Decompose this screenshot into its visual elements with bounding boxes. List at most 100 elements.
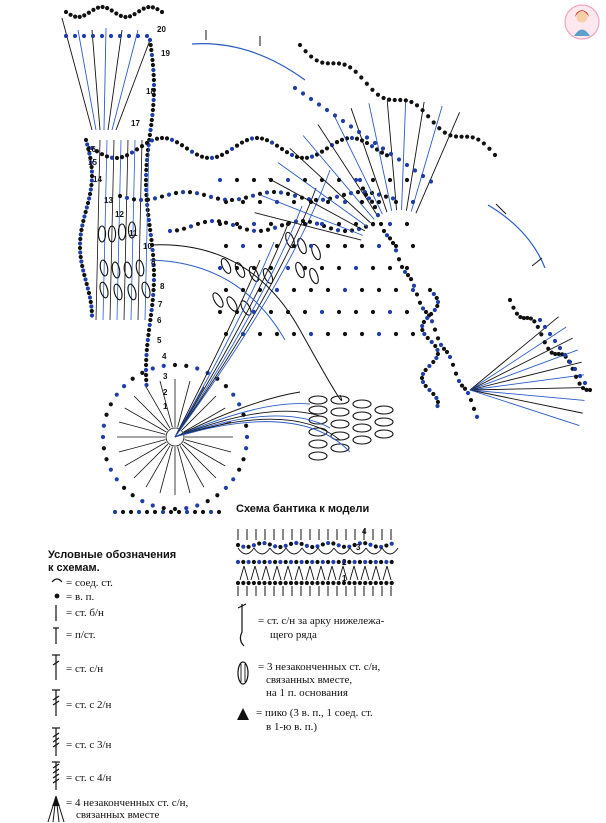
arc-line	[150, 260, 285, 340]
bow-row-label: 4	[362, 527, 366, 536]
chain-dot	[144, 383, 148, 387]
chain-dot	[140, 144, 144, 148]
chain-dot	[305, 544, 309, 548]
chain-dot	[218, 266, 222, 270]
chain-dot	[231, 477, 235, 481]
chain-dot	[162, 506, 166, 510]
chain-dot	[148, 133, 152, 137]
chain-dot	[300, 560, 304, 564]
chain-dot	[436, 336, 440, 340]
chain-dot	[310, 560, 314, 564]
chain-dot	[451, 363, 455, 367]
stitch-line	[244, 566, 248, 580]
chain-dot	[185, 146, 189, 150]
chain-dot	[262, 581, 266, 585]
chain-dot	[445, 350, 449, 354]
chain-dot	[147, 328, 151, 332]
chain-dot	[367, 196, 371, 200]
chain-dot	[293, 86, 297, 90]
site-logo	[563, 3, 601, 41]
chain-dot	[310, 581, 314, 585]
chain-dot	[109, 468, 113, 472]
chain-dot	[128, 14, 132, 18]
chain-dot	[336, 228, 340, 232]
chain-dot	[149, 233, 153, 237]
chain-dot	[309, 200, 313, 204]
row-number: 8	[160, 282, 164, 291]
chain-dot	[100, 34, 104, 38]
chain-dot	[101, 435, 105, 439]
chain-dot	[405, 222, 409, 226]
chain-dot	[471, 135, 475, 139]
chain-dot	[354, 178, 358, 182]
chain-dot	[578, 374, 582, 378]
chain-dot	[88, 192, 92, 196]
picot-icon	[237, 708, 249, 720]
chain-dot	[508, 298, 512, 302]
chain-dot	[343, 288, 347, 292]
chain-dot	[144, 363, 148, 367]
chain-dot	[303, 49, 307, 53]
chain-dot	[105, 154, 109, 158]
chain-dot	[137, 510, 141, 514]
chain-dot	[397, 257, 401, 261]
chain-dot	[153, 510, 157, 514]
chain-dot	[374, 581, 378, 585]
chain-dot	[425, 316, 429, 320]
chain-dot	[81, 219, 85, 223]
chain-dot	[180, 143, 184, 147]
chain-dot	[118, 34, 122, 38]
chain-dot	[370, 200, 374, 204]
chain-dot	[218, 222, 222, 226]
chain-dot	[376, 93, 380, 97]
chain-dot	[87, 11, 91, 15]
chain-dot	[168, 229, 172, 233]
chain-dot	[320, 310, 324, 314]
chain-dot	[434, 396, 438, 400]
chain-dot	[189, 224, 193, 228]
chain-dot	[454, 372, 458, 376]
chain-dot	[337, 266, 341, 270]
chain-dot	[315, 58, 319, 62]
chain-dot	[268, 542, 272, 546]
chain-dot	[382, 229, 386, 233]
chain-dot	[122, 384, 126, 388]
chain-dot	[78, 241, 82, 245]
chain-dot	[265, 190, 269, 194]
chain-dot	[206, 499, 210, 503]
chain-dot	[429, 312, 433, 316]
chain-dot	[292, 332, 296, 336]
bow-arc	[286, 548, 302, 554]
chain-dot	[258, 200, 262, 204]
chain-dot	[574, 375, 578, 379]
chain-dot	[286, 178, 290, 182]
row-number: 1	[163, 402, 167, 411]
chain-dot	[424, 384, 428, 388]
stitch-line	[306, 566, 310, 580]
chain-dot	[257, 581, 261, 585]
chain-dot	[136, 34, 140, 38]
chain-dot	[303, 310, 307, 314]
chain-dot	[257, 560, 261, 564]
chain-dot	[90, 313, 94, 317]
legend-right-text: = пико (3 в. п., 1 соед. ст.	[256, 707, 373, 720]
chain-dot	[321, 581, 325, 585]
chain-dot	[360, 288, 364, 292]
chain-dot	[289, 581, 293, 585]
chain-dot	[284, 544, 288, 548]
chain-dot	[430, 319, 434, 323]
chain-dot	[363, 581, 367, 585]
chain-dot	[177, 510, 181, 514]
chain-dot	[343, 332, 347, 336]
chain-dot	[91, 8, 95, 12]
chain-dot	[341, 119, 345, 123]
chain-dot	[326, 200, 330, 204]
chain-dot	[100, 152, 104, 156]
legend-right-text: связанных вместе,	[266, 674, 352, 687]
row-number: 14	[93, 175, 102, 184]
chain-dot	[190, 150, 194, 154]
chain-dot	[144, 378, 148, 382]
chain-dot	[151, 68, 155, 72]
chain-dot	[347, 581, 351, 585]
chain-dot	[262, 541, 266, 545]
